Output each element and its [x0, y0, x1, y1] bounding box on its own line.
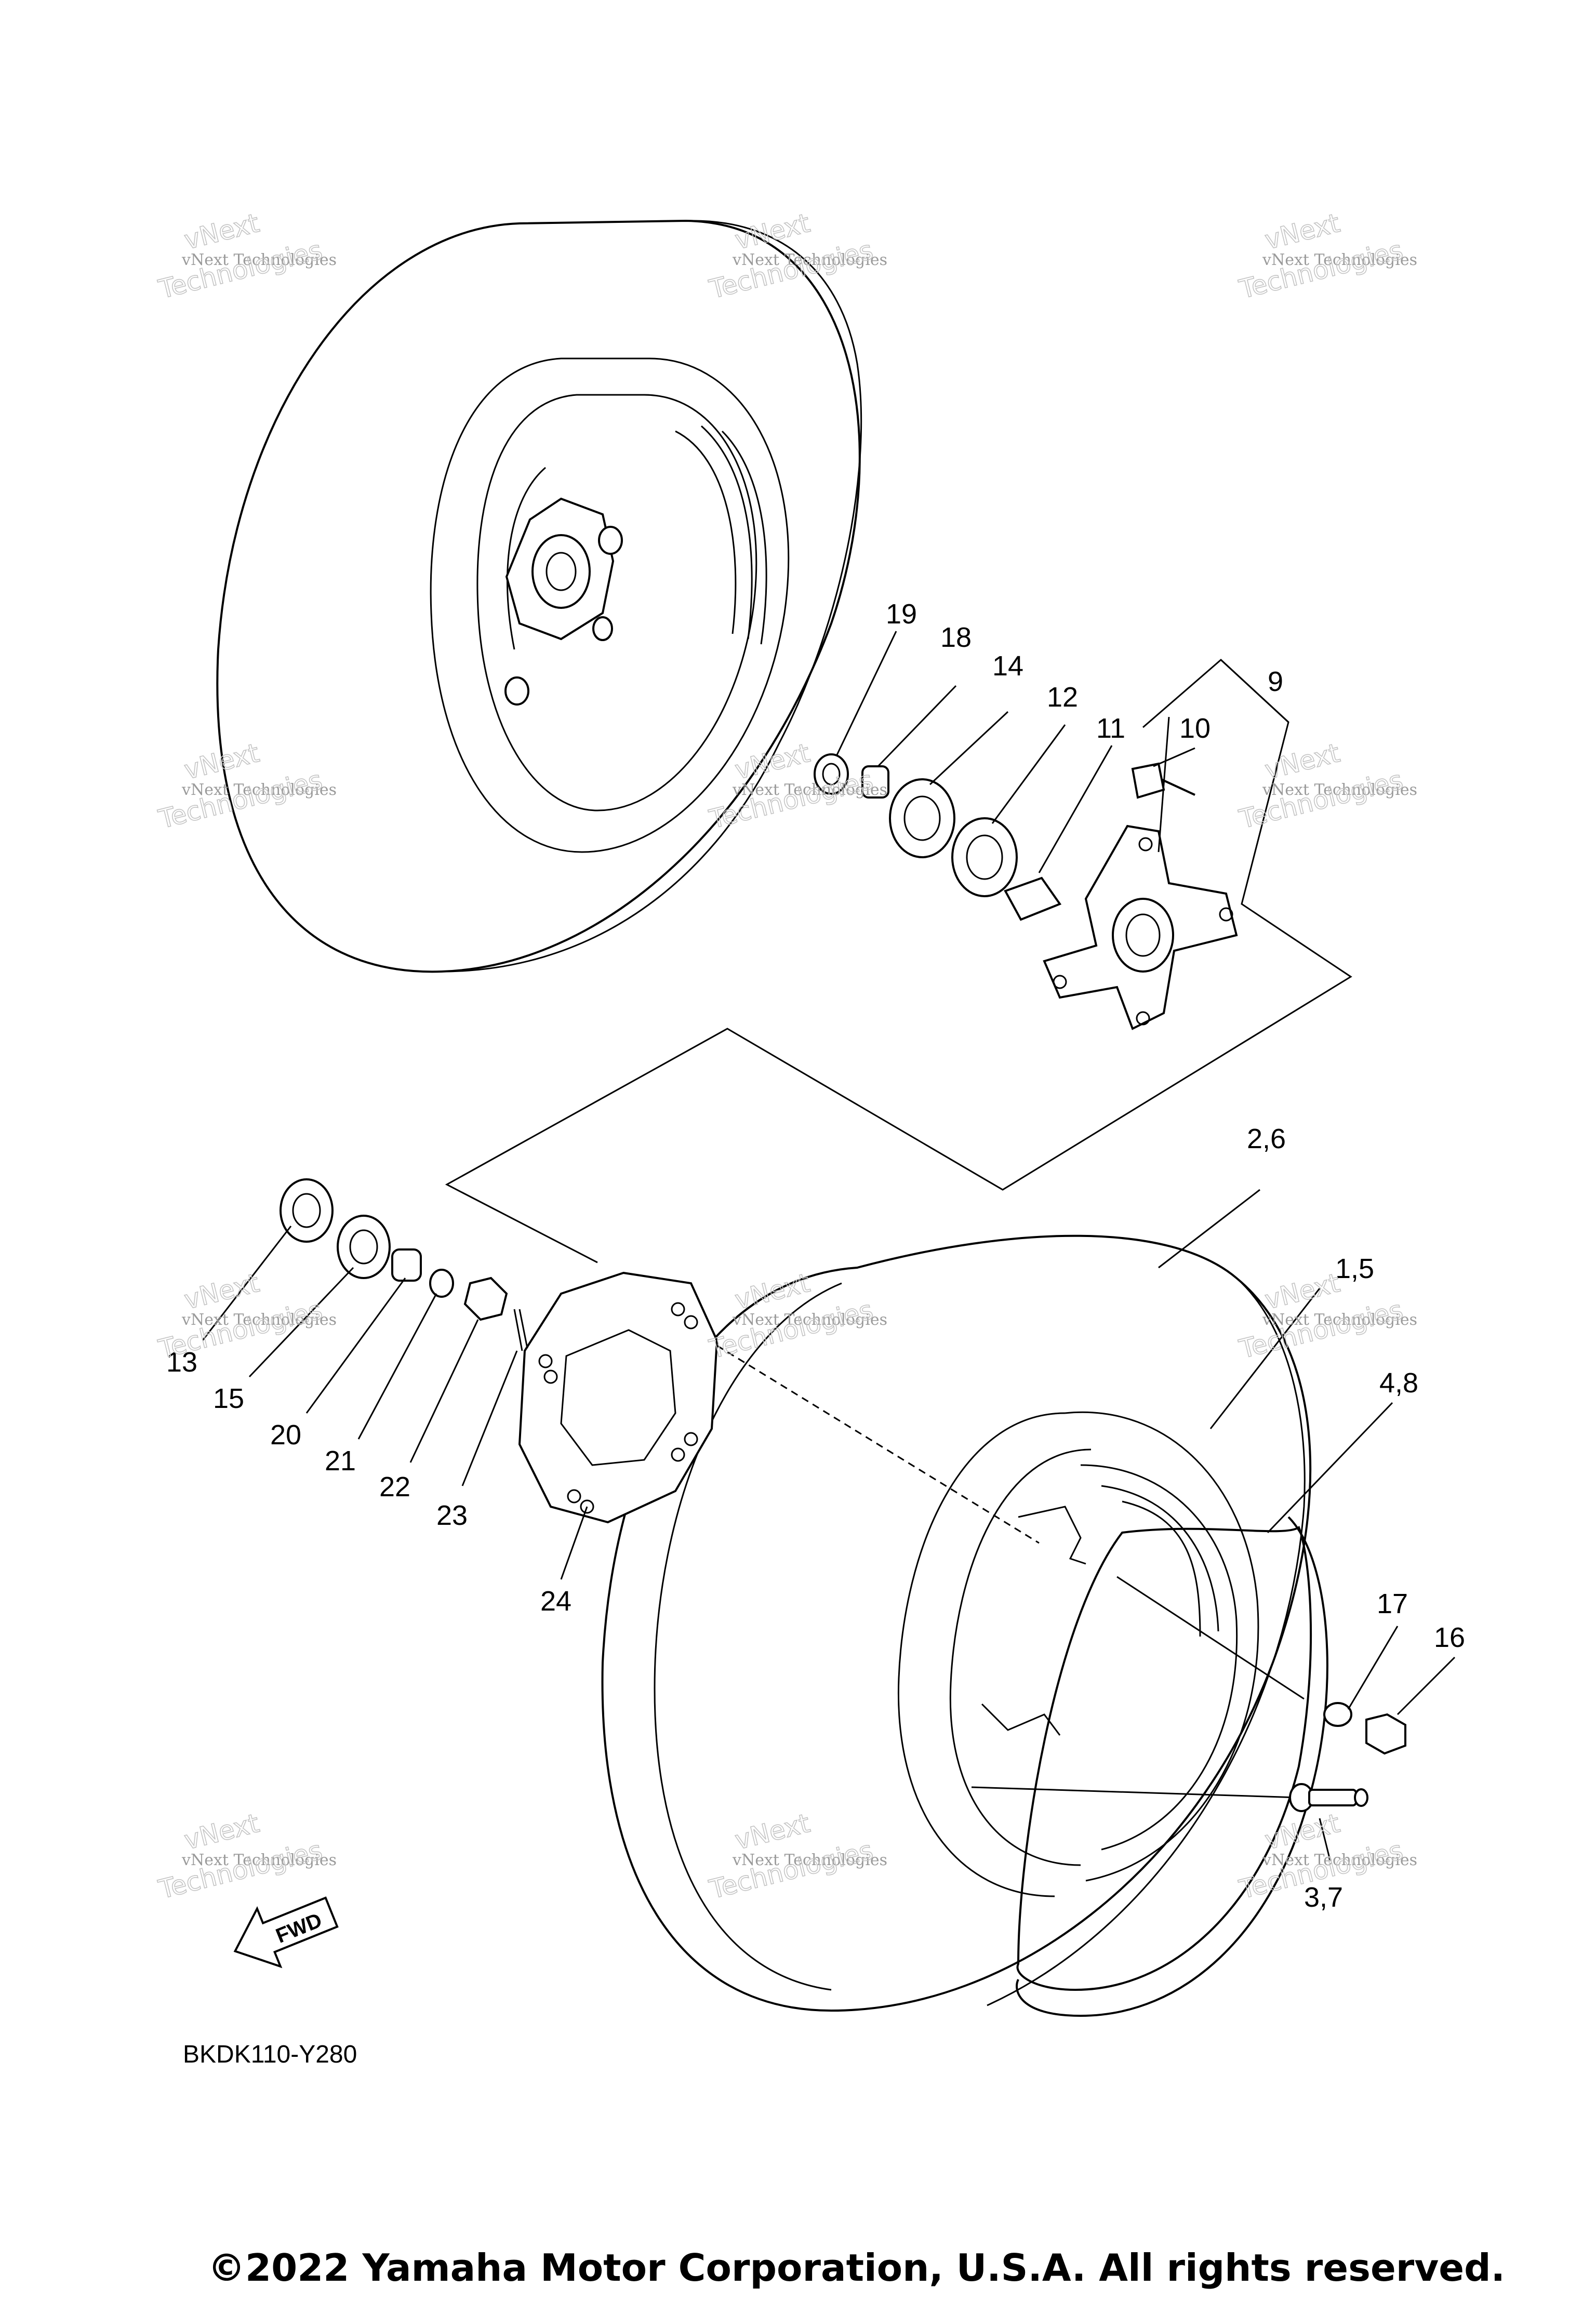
svg-text:Technologies: Technologies [706, 765, 876, 834]
svg-text:vNext Technologies: vNext Technologies [181, 1311, 337, 1329]
lower-left-parts [280, 1178, 528, 1351]
svg-text:vNext: vNext [181, 1808, 262, 1856]
svg-text:vNext Technologies: vNext Technologies [181, 1851, 337, 1869]
callout-12: 12 [1047, 682, 1078, 713]
callout-1-5: 1,5 [1335, 1253, 1374, 1284]
callout-4-8: 4,8 [1379, 1367, 1418, 1399]
washer-21-icon [429, 1269, 454, 1298]
bearing-12-icon [951, 817, 1018, 897]
svg-text:Technologies: Technologies [1236, 235, 1406, 304]
washer-17-icon [1323, 1702, 1352, 1727]
lower-right-parts [971, 1576, 1406, 1860]
bearing-13-icon [280, 1178, 334, 1243]
callout-23: 23 [436, 1500, 468, 1531]
rim-plate-icon [981, 1506, 1086, 1736]
svg-text:Technologies: Technologies [706, 1835, 876, 1905]
svg-text:vNext: vNext [1262, 208, 1343, 256]
beadlock-ring-4-8-icon [1016, 1516, 1328, 2017]
lower-wheel-assembly [601, 1234, 1312, 2012]
svg-text:vNext Technologies: vNext Technologies [1262, 1311, 1417, 1329]
svg-text:Technologies: Technologies [706, 235, 876, 304]
callout-19: 19 [886, 599, 917, 630]
svg-text:vNext: vNext [732, 1268, 813, 1315]
svg-text:vNext: vNext [181, 208, 262, 256]
callout-20: 20 [270, 1419, 301, 1451]
assembly-lines [445, 658, 1352, 1544]
callout-9: 9 [1268, 666, 1283, 697]
cotter-pin-23-icon [513, 1309, 528, 1351]
callout-18: 18 [940, 622, 972, 653]
svg-text:Technologies: Technologies [155, 1835, 325, 1905]
front-hub-9-icon [1043, 824, 1238, 1030]
svg-text:vNext: vNext [732, 1808, 813, 1856]
callout-15: 15 [213, 1383, 244, 1414]
oil-seal-19-icon [814, 753, 849, 795]
callouts: 19 18 14 12 11 10 9 2,6 1,5 4,8 17 16 3,… [166, 599, 1465, 1913]
svg-text:vNext Technologies: vNext Technologies [181, 251, 337, 269]
callout-16: 16 [1434, 1622, 1465, 1653]
collar-20-icon [391, 1248, 422, 1282]
castle-nut-22-icon [463, 1276, 508, 1321]
svg-text:vNext Technologies: vNext Technologies [1262, 781, 1417, 799]
fwd-arrow-icon: FWD [233, 1896, 339, 1969]
callout-10: 10 [1179, 713, 1211, 744]
callout-2-6: 2,6 [1247, 1123, 1286, 1154]
svg-text:Technologies: Technologies [155, 235, 325, 304]
nut-16-icon [1365, 1713, 1406, 1755]
leader-lines [202, 631, 1456, 1715]
callout-14: 14 [992, 650, 1023, 682]
spacer-18-icon [861, 765, 889, 799]
upper-small-parts [814, 753, 1238, 1030]
collar-11-icon [1004, 876, 1062, 921]
svg-text:vNext: vNext [181, 738, 262, 786]
svg-text:vNext Technologies: vNext Technologies [732, 781, 887, 799]
svg-text:vNext Technologies: vNext Technologies [732, 1311, 887, 1329]
callout-13: 13 [166, 1347, 197, 1378]
svg-text:vNext Technologies: vNext Technologies [181, 781, 337, 799]
svg-text:vNext: vNext [732, 208, 813, 256]
svg-text:vNext Technologies: vNext Technologies [732, 251, 887, 269]
watermarks: vNext vNext Technologies Technologies vN… [155, 207, 1417, 1905]
svg-text:vNext Technologies: vNext Technologies [1262, 1851, 1417, 1869]
svg-text:vNext: vNext [181, 1268, 262, 1315]
svg-text:vNext: vNext [1262, 1268, 1343, 1315]
svg-text:Technologies: Technologies [1236, 765, 1406, 834]
upper-wheel-assembly [216, 219, 862, 973]
svg-text:vNext: vNext [1262, 738, 1343, 786]
svg-text:vNext Technologies: vNext Technologies [1262, 251, 1417, 269]
callout-11: 11 [1096, 713, 1125, 744]
brake-disc-24-icon [518, 1271, 719, 1524]
bearing-14-icon [889, 778, 955, 858]
svg-text:vNext Technologies: vNext Technologies [732, 1851, 887, 1869]
svg-text:vNext: vNext [1262, 1808, 1343, 1856]
callout-3-7: 3,7 [1304, 1882, 1343, 1913]
callout-22: 22 [379, 1471, 410, 1502]
svg-text:Technologies: Technologies [155, 765, 325, 834]
bearing-15-icon [337, 1215, 391, 1279]
upper-hub-icon [504, 497, 623, 706]
callout-24: 24 [540, 1586, 571, 1617]
svg-text:Technologies: Technologies [155, 1295, 325, 1364]
copyright: ©2022 Yamaha Motor Corporation, U.S.A. A… [208, 2246, 1505, 2290]
diagram-code: BKDK110-Y280 [183, 2041, 357, 2068]
valve-3-7-icon [1289, 1783, 1368, 1860]
callout-21: 21 [325, 1445, 356, 1477]
svg-text:Technologies: Technologies [706, 1295, 876, 1364]
callout-17: 17 [1377, 1588, 1408, 1619]
